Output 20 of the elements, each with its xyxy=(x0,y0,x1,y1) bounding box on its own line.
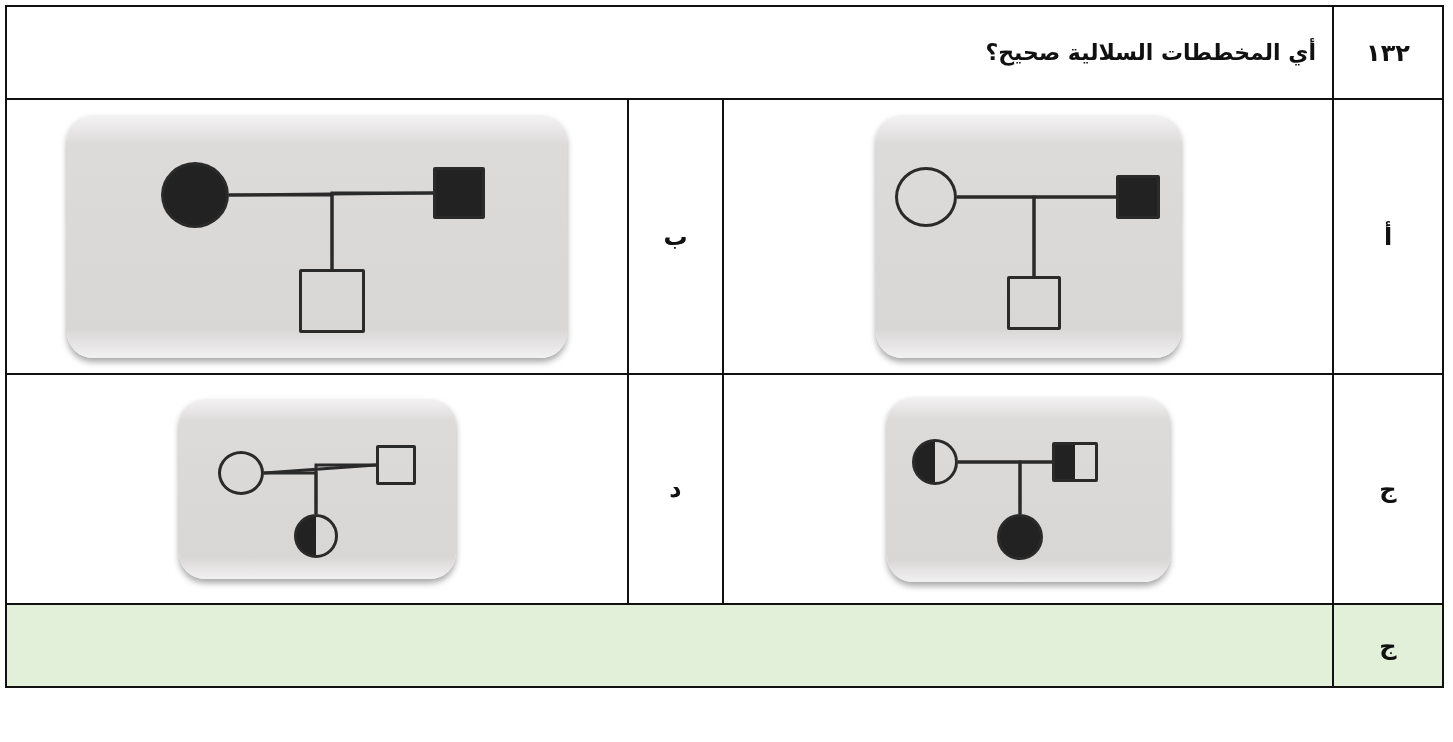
question-text: أي المخططات السلالية صحيح؟ xyxy=(985,40,1316,65)
pedigree-circle xyxy=(293,514,338,558)
pedigree-circle xyxy=(894,167,957,227)
option-letter: ب xyxy=(663,222,688,251)
pedigree-square xyxy=(375,445,416,485)
pedigree-line xyxy=(1032,195,1116,276)
pedigree-square xyxy=(1006,276,1061,330)
pedigree-square xyxy=(299,269,365,333)
option-letter: ج xyxy=(1379,631,1397,660)
option-letter: د xyxy=(669,475,682,503)
pedigree-circle xyxy=(217,451,264,495)
pedigree-square xyxy=(1051,441,1098,482)
pedigree-square xyxy=(433,167,485,219)
option-letter: أ xyxy=(1383,222,1393,251)
pedigree-line xyxy=(1018,460,1052,514)
option-letter: ج xyxy=(1379,475,1397,503)
question-number: ١٣٢ xyxy=(1366,38,1410,67)
pedigree-line xyxy=(330,191,433,269)
pedigree-line xyxy=(314,463,376,514)
pedigree-square xyxy=(1115,175,1160,219)
